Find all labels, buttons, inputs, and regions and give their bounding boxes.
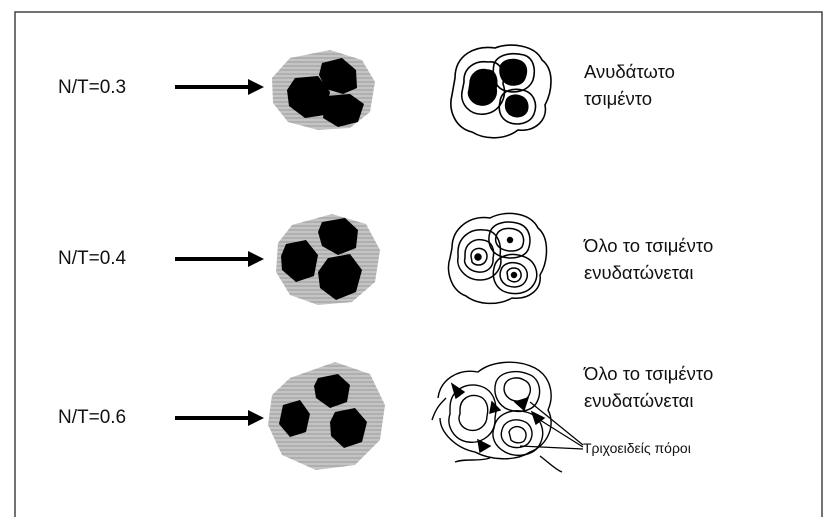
caption-2-line-1: Όλο το τσιμέντο — [584, 232, 713, 259]
caption-3-line-2: ενυδατώνεται — [584, 387, 713, 414]
capillary-pore — [478, 440, 490, 452]
capillary-pore — [515, 398, 528, 410]
hydration-drawing-3 — [432, 362, 583, 472]
pore-leader-line — [520, 446, 583, 449]
caption-2: Όλο το τσιμέντο ενυδατώνεται — [584, 232, 713, 286]
capillary-pore — [532, 412, 544, 424]
hydration-drawing-1 — [451, 45, 551, 138]
ratio-label-1: N/T=0.3 — [58, 77, 126, 99]
caption-1-line-2: τσιμέντο — [584, 85, 675, 112]
caption-3-line-1: Όλο το τσιμέντο — [584, 360, 713, 387]
caption-1-line-1: Ανυδάτωτο — [584, 58, 675, 85]
caption-2-line-2: ενυδατώνεται — [584, 259, 713, 286]
capillary-pores-label: Τριχοειδείς πόροι — [583, 440, 691, 456]
caption-3: Όλο το τσιμέντο ενυδατώνεται — [584, 360, 713, 414]
arrow-row-1 — [175, 79, 264, 95]
hydration-drawing-2 — [449, 213, 547, 303]
pore-leader-line — [540, 420, 583, 447]
cement-cluster-1 — [272, 50, 375, 130]
pore-leader-line — [530, 402, 583, 445]
capillary-pore — [452, 384, 464, 398]
cement-cluster-2 — [276, 214, 380, 305]
ratio-label-3: N/T=0.6 — [58, 407, 126, 429]
arrow-row-2 — [175, 251, 264, 267]
arrow-row-3 — [175, 410, 264, 426]
cement-cluster-3 — [268, 362, 385, 470]
ratio-label-2: N/T=0.4 — [58, 248, 126, 270]
caption-1: Ανυδάτωτο τσιμέντο — [584, 58, 675, 112]
